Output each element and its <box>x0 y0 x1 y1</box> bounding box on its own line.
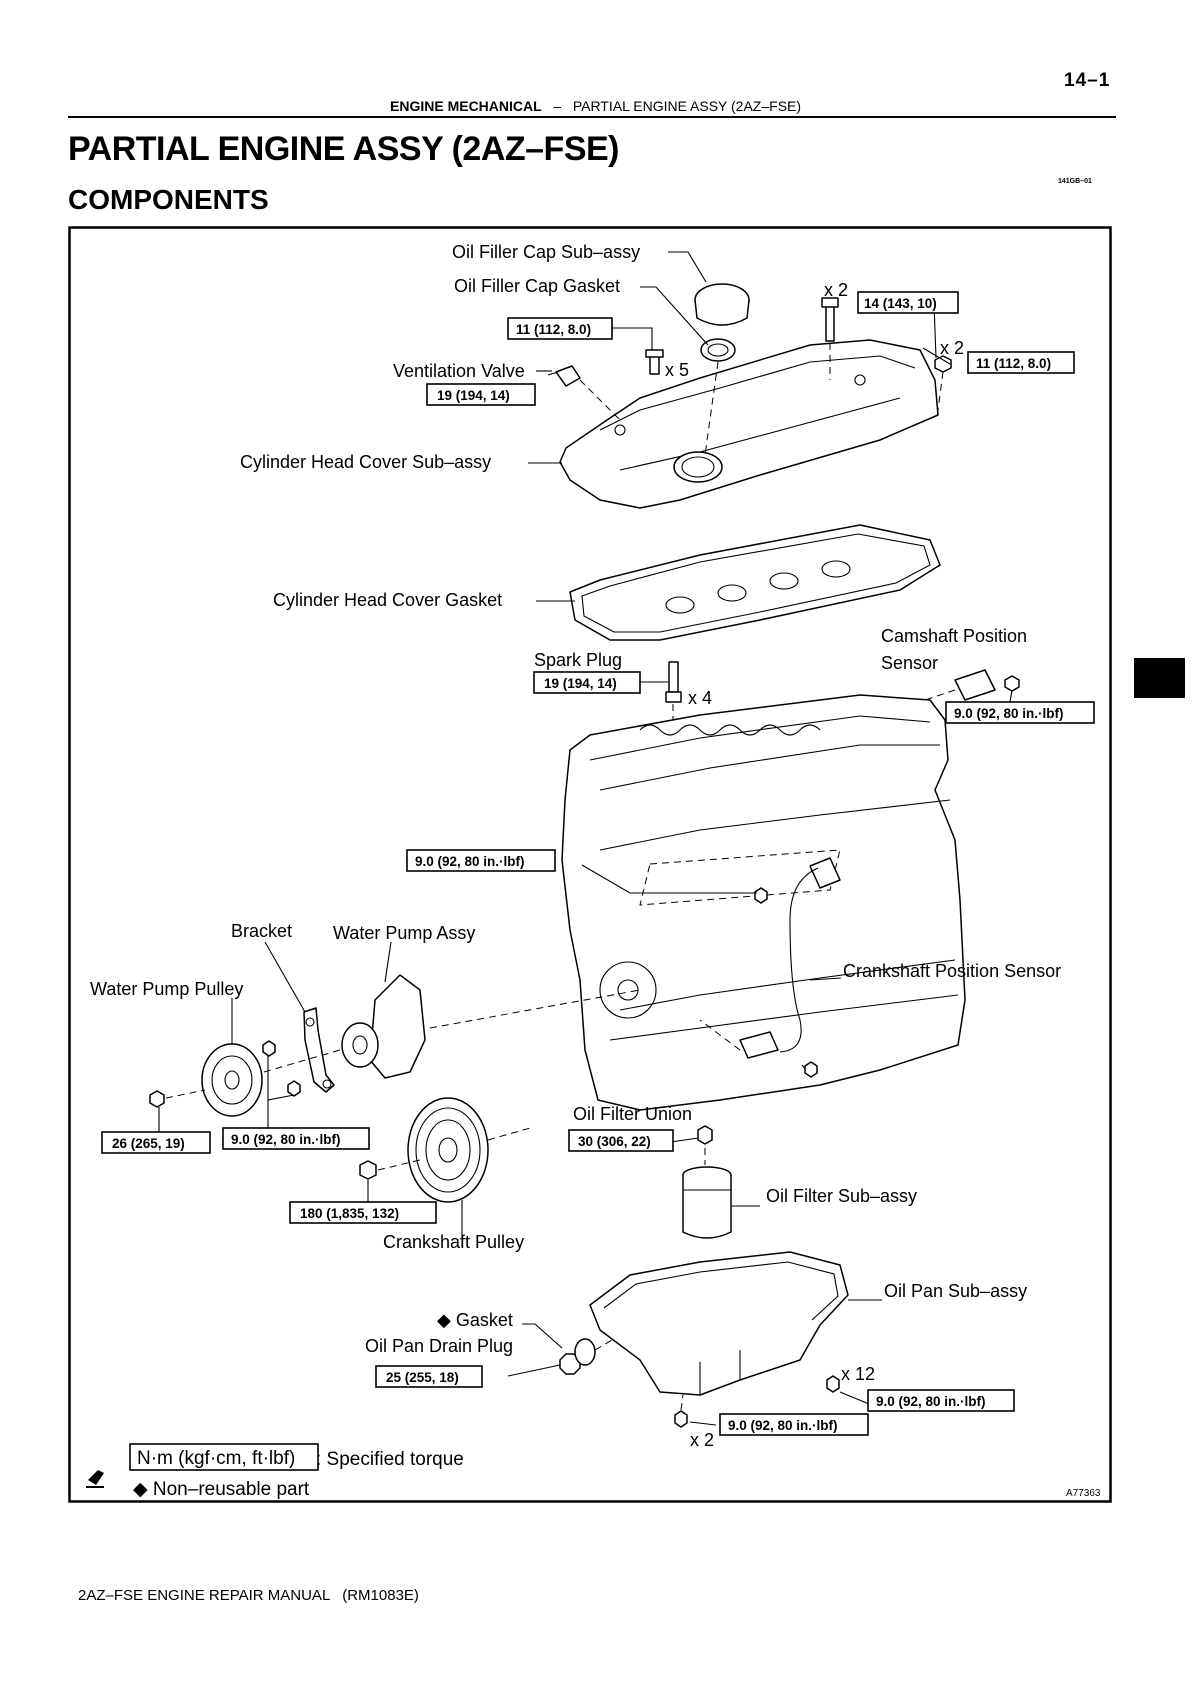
torque-cover-bolt: 11 (112, 8.0) <box>516 322 591 337</box>
torque-spark-plug: 19 (194, 14) <box>544 676 617 691</box>
torque-oil-pan-nut: 9.0 (92, 80 in.·lbf) <box>728 1418 838 1433</box>
cylinder-head-cover-drawing <box>559 339 939 509</box>
water-pump-pulley-drawing <box>149 1040 341 1117</box>
torque-crank-sensor: 9.0 (92, 80 in.·lbf) <box>415 854 525 869</box>
bracket-drawing <box>303 1007 335 1093</box>
cylinder-head-cover-gasket-drawing <box>569 524 941 641</box>
page-number: 14–1 <box>1064 70 1111 91</box>
torque-box-drain-plug: 25 (255, 18) <box>375 1365 483 1388</box>
label-bracket: Bracket <box>231 921 292 941</box>
ventilation-valve-drawing <box>547 365 621 421</box>
running-header: ENGINE MECHANICAL – PARTIAL ENGINE ASSY … <box>390 98 801 114</box>
label-oil-filter: Oil Filter Sub–assy <box>766 1186 917 1206</box>
leader-lines <box>158 251 1013 1426</box>
label-crankshaft-sensor: Crankshaft Position Sensor <box>843 961 1061 981</box>
doc-code: 141GB–01 <box>1058 178 1092 185</box>
qty-pan-bolt: x 12 <box>841 1364 875 1384</box>
label-camshaft-sensor-line1: Camshaft Position <box>881 626 1027 646</box>
section-tab-marker <box>1134 658 1185 698</box>
water-pump-drawing <box>341 974 641 1079</box>
label-water-pump-pulley: Water Pump Pulley <box>90 979 243 999</box>
label-oil-pan: Oil Pan Sub–assy <box>884 1281 1027 1301</box>
legend-nonreusable-text: ◆ Non–reusable part <box>133 1479 310 1500</box>
label-cylinder-head-cover: Cylinder Head Cover Sub–assy <box>240 452 491 472</box>
section-heading: COMPONENTS <box>68 184 269 215</box>
crankshaft-pulley-drawing <box>359 1097 531 1203</box>
label-water-pump: Water Pump Assy <box>333 923 475 943</box>
torque-crankshaft-pulley: 180 (1,835, 132) <box>300 1206 399 1221</box>
torque-box-water-pump: 9.0 (92, 80 in.·lbf) <box>222 1127 370 1150</box>
qty-pan-nut: x 2 <box>690 1430 714 1450</box>
legend-torque-units: N·m (kgf·cm, ft·lbf) <box>137 1448 295 1469</box>
torque-drain-plug: 25 (255, 18) <box>386 1370 459 1385</box>
torque-ventilation-valve: 19 (194, 14) <box>437 388 510 403</box>
torque-box-oil-pan-nut: 9.0 (92, 80 in.·lbf) <box>719 1413 869 1436</box>
components-diagram: .frame{fill:none;stroke:#000;stroke-widt… <box>68 226 1112 1503</box>
torque-water-pump-pulley: 26 (265, 19) <box>112 1136 185 1151</box>
torque-box-oil-filter-union: 30 (306, 22) <box>568 1129 674 1152</box>
oil-pan-drawing <box>559 1251 849 1428</box>
label-ventilation-valve: Ventilation Valve <box>393 361 525 381</box>
label-camshaft-sensor-line2: Sensor <box>881 653 938 673</box>
header-separator: – <box>553 98 562 114</box>
label-gasket: ◆ Gasket <box>437 1310 513 1330</box>
torque-water-pump: 9.0 (92, 80 in.·lbf) <box>231 1132 341 1147</box>
engine-block-drawing <box>561 694 966 1111</box>
cover-bolts-drawing <box>645 297 952 411</box>
torque-box-cover-nut: 11 (112, 8.0) <box>967 351 1075 374</box>
label-spark-plug: Spark Plug <box>534 650 622 670</box>
qty-cover-bolt: x 5 <box>665 360 689 380</box>
label-oil-filler-cap-gasket: Oil Filler Cap Gasket <box>454 276 620 296</box>
torque-box-crankshaft-pulley: 180 (1,835, 132) <box>289 1201 437 1224</box>
label-crankshaft-pulley: Crankshaft Pulley <box>383 1232 524 1252</box>
torque-box-water-pump-pulley: 26 (265, 19) <box>101 1131 211 1154</box>
torque-box-spark-plug: 19 (194, 14) <box>533 671 641 694</box>
torque-box-camshaft-sensor: 9.0 (92, 80 in.·lbf) <box>945 701 1095 724</box>
diagram-frame <box>68 226 1112 1503</box>
legend-torque-text: : Specified torque <box>316 1449 464 1470</box>
legend: N·m (kgf·cm, ft·lbf) : Specified torque … <box>86 1443 464 1500</box>
crankshaft-position-sensor-drawing <box>699 857 841 1078</box>
qty-head-bolt: x 2 <box>824 280 848 300</box>
torque-camshaft-sensor: 9.0 (92, 80 in.·lbf) <box>954 706 1064 721</box>
label-oil-filler-cap: Oil Filler Cap Sub–assy <box>452 242 640 262</box>
qty-cover-nut: x 2 <box>940 338 964 358</box>
header-topic: PARTIAL ENGINE ASSY (2AZ–FSE) <box>572 98 802 114</box>
torque-box-head-bolt: 14 (143, 10) <box>857 291 959 314</box>
torque-box-crank-sensor: 9.0 (92, 80 in.·lbf) <box>406 849 556 872</box>
header-section: ENGINE MECHANICAL <box>390 98 542 114</box>
torque-oil-pan-bolt: 9.0 (92, 80 in.·lbf) <box>876 1394 986 1409</box>
pen-icon <box>86 1470 104 1488</box>
figure-id: A77363 <box>1066 1488 1101 1499</box>
label-cylinder-head-cover-gasket: Cylinder Head Cover Gasket <box>273 590 502 610</box>
torque-box-cover-bolt: 11 (112, 8.0) <box>507 317 613 340</box>
torque-head-bolt: 14 (143, 10) <box>864 296 937 311</box>
oil-filter-drawing <box>682 1125 732 1239</box>
label-oil-filter-union: Oil Filter Union <box>573 1104 692 1124</box>
torque-box-ventilation-valve: 19 (194, 14) <box>426 383 536 406</box>
label-oil-pan-drain-plug: Oil Pan Drain Plug <box>365 1336 513 1356</box>
torque-box-oil-pan-bolt: 9.0 (92, 80 in.·lbf) <box>867 1389 1015 1412</box>
header-rule <box>68 116 1116 118</box>
torque-oil-filter-union: 30 (306, 22) <box>578 1134 651 1149</box>
qty-spark-plug: x 4 <box>688 688 712 708</box>
page-title: PARTIAL ENGINE ASSY (2AZ–FSE) <box>68 130 620 168</box>
footer: 2AZ–FSE ENGINE REPAIR MANUAL (RM1083E) <box>78 1587 419 1604</box>
oil-filler-cap-drawing <box>694 283 750 456</box>
torque-cover-nut: 11 (112, 8.0) <box>976 356 1051 371</box>
spark-plug-drawing <box>665 661 682 730</box>
